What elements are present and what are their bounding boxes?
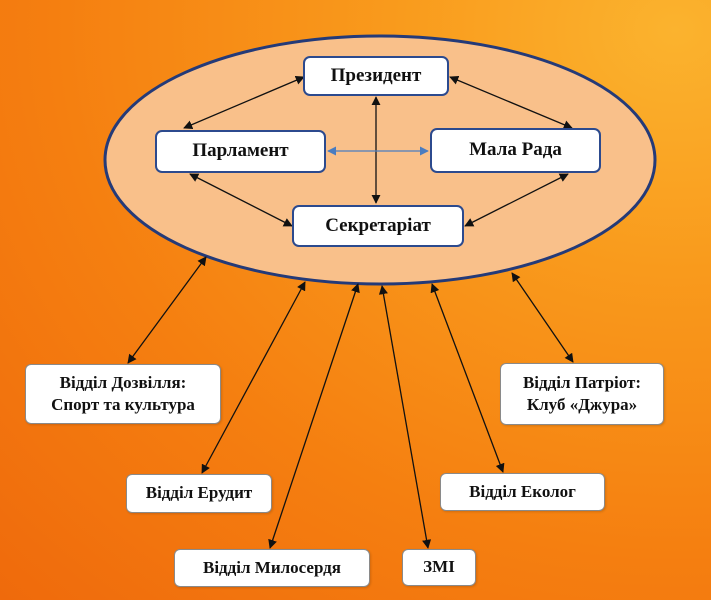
president-box: Президент (303, 56, 449, 96)
department-ecolog-box: Відділ Еколог (440, 473, 605, 511)
arrow-ecolog (430, 283, 505, 473)
arrow-malarada-secretariat (464, 173, 569, 227)
department-leisure-box: Відділ Дозвілля: Спорт та культура (25, 364, 221, 424)
arrow-president-malarada (449, 75, 573, 130)
department-patriot-box: Відділ Патріот: Клуб «Джура» (500, 363, 664, 425)
arrow-parliament-secretariat (189, 173, 293, 227)
arrow-patriot (511, 272, 574, 363)
department-mercy-box: Відділ Милосердя (174, 549, 370, 587)
department-erudyt-box: Відділ Ерудит (126, 474, 272, 513)
secretariat-box: Секретаріат (292, 205, 464, 247)
arrow-mercy (268, 283, 360, 549)
arrow-leisure (127, 256, 207, 364)
parliament-box: Парламент (155, 130, 326, 173)
arrow-media (378, 285, 432, 549)
media-box: ЗМІ (402, 549, 476, 586)
arrow-president-parliament (183, 76, 305, 129)
mala-rada-box: Мала Рада (430, 128, 601, 173)
